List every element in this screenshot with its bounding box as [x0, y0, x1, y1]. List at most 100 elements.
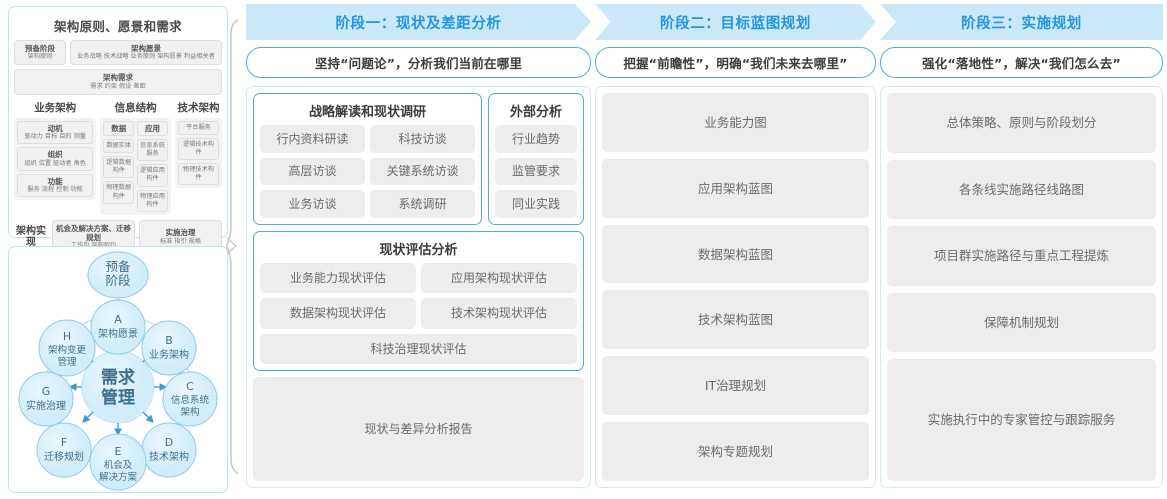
- phase-2-banner-label: 阶段二：目标蓝图规划: [660, 15, 811, 32]
- togaf-column-technology: 技术架构 平台服务 逻辑技术构件 物理技术构件: [174, 100, 223, 215]
- togaf-cell: 功能 服务 流程 控制 功能: [17, 173, 94, 198]
- togaf-cell: 物理技术构件: [177, 163, 220, 186]
- gap-analysis-report[interactable]: 现状与差异分析报告: [253, 377, 584, 481]
- adm-node-a-letter: A: [114, 313, 122, 326]
- adm-cycle-svg: 预备 阶段 需求 管理 A 架构愿景: [18, 251, 218, 491]
- adm-center-line2: 管理: [101, 387, 135, 408]
- togaf-panel-title: 架构原则、愿景和需求: [53, 19, 182, 34]
- implementation-item[interactable]: 实施执行中的专家管控与跟踪服务: [887, 359, 1156, 481]
- togaf-vision-box: 架构愿景 业务战略 技术战略 业务原则 架构愿景 利益相关者: [70, 40, 222, 66]
- external-analysis-items: 行业趋势 监管要求 同业实践: [495, 125, 577, 218]
- current-state-assessment-items: 业务能力现状评估 应用架构现状评估 数据架构现状评估 技术架构现状评估 科技治理…: [260, 263, 577, 364]
- assessment-item[interactable]: 科技治理现状评估: [260, 333, 577, 364]
- togaf-column-information: 信息结构 数据 数据实体 逻辑数据构件: [100, 100, 171, 215]
- togaf-cell: 数据: [103, 120, 135, 137]
- togaf-column-information-caption: 信息结构: [114, 101, 157, 114]
- implementation-item[interactable]: 各条线实施路径线路图: [887, 159, 1156, 219]
- assessment-item[interactable]: 数据架构现状评估: [260, 298, 416, 329]
- phase-1-banner[interactable]: 阶段一：现状及差距分析: [246, 4, 591, 40]
- togaf-requirements-box: 架构需求 需求 约束 假设 差距: [14, 69, 222, 95]
- phase-column-1: 阶段一：现状及差距分析 坚持“问题论”，分析我们当前在哪里 战略解读和现状调研 …: [246, 4, 591, 496]
- chevron-banner-shape: [880, 4, 1163, 40]
- phase-column-2: 阶段二：目标蓝图规划 把握“前瞻性”，明确“我们未来去哪里” 业务能力图 应用架…: [595, 4, 876, 496]
- phase-1-subtitle[interactable]: 坚持“问题论”，分析我们当前在哪里: [246, 47, 591, 78]
- assessment-item[interactable]: 应用架构现状评估: [421, 263, 577, 294]
- togaf-framework-panel: 架构原则、愿景和需求 预备阶段 架构原则 架构愿景 业务战略 技术战略 业务原则…: [8, 6, 228, 255]
- adm-node-d-label: 技术架构: [149, 450, 189, 463]
- togaf-cell: 逻辑数据构件: [103, 156, 135, 179]
- adm-node-c-letter: C: [186, 380, 194, 393]
- togaf-cell: 组织 组织 位置 驱动者 角色: [17, 147, 94, 171]
- strategy-research-items: 行内资料研读 科技访谈 高层访谈 关键系统访谈 业务访谈 系统调研: [260, 125, 475, 218]
- implementation-item[interactable]: 总体策略、原则与阶段划分: [887, 93, 1156, 153]
- togaf-cell: 逻辑技术构件: [177, 137, 220, 161]
- strategy-research-title: 战略解读和现状调研: [308, 105, 426, 120]
- strategy-item[interactable]: 业务访谈: [260, 190, 365, 218]
- external-item[interactable]: 行业趋势: [495, 125, 577, 153]
- togaf-requirements-heading: 架构需求: [103, 73, 133, 83]
- blueprint-item[interactable]: IT治理规划: [602, 356, 869, 416]
- togaf-cell: 应用: [137, 120, 168, 137]
- adm-cycle-panel: 预备 阶段 需求 管理 A 架构愿景: [8, 246, 228, 493]
- external-item[interactable]: 监管要求: [495, 157, 577, 186]
- strategy-item[interactable]: 行内资料研读: [260, 125, 365, 153]
- adm-prep-line1: 预备: [105, 259, 131, 274]
- adm-node-b-letter: B: [165, 334, 173, 347]
- phase-2-subtitle[interactable]: 把握“前瞻性”，明确“我们未来去哪里”: [595, 47, 876, 78]
- implementation-item[interactable]: 保障机制规划: [887, 292, 1156, 352]
- adm-center-line1: 需求: [101, 367, 135, 388]
- phase-2-banner[interactable]: 阶段二：目标蓝图规划: [595, 4, 876, 40]
- togaf-cell: 物理数据构件: [103, 181, 135, 204]
- adm-node-c-label2: 架构: [180, 406, 199, 418]
- assessment-item[interactable]: 技术架构现状评估: [421, 298, 577, 329]
- implementation-item[interactable]: 项目群实施路径与重点工程提炼: [887, 226, 1156, 286]
- togaf-cell: 动机 驱动力 目标 目的 测量: [17, 120, 94, 145]
- phase-3-banner-label: 阶段三：实施规划: [961, 15, 1082, 32]
- external-analysis-box: 外部分析 行业趋势 监管要求 同业实践: [488, 93, 584, 225]
- adm-node-e-letter: E: [115, 445, 122, 458]
- togaf-cell: 信息系统服务: [137, 139, 168, 162]
- current-state-assessment-box: 现状评估分析 业务能力现状评估 应用架构现状评估 数据架构现状评估 技术架构现状…: [253, 231, 584, 371]
- togaf-column-information-body: 数据 数据实体 逻辑数据构件 物理数据构件: [100, 117, 171, 215]
- blueprint-item[interactable]: 数据架构蓝图: [602, 224, 869, 284]
- external-item[interactable]: 同业实践: [495, 190, 577, 218]
- togaf-vision-sub: 业务战略 技术战略 业务原则 架构愿景 利益相关者: [77, 53, 215, 61]
- adm-prep-line2: 阶段: [105, 273, 130, 288]
- phase-3-subtitle[interactable]: 强化“落地性”，解决“我们怎么去”: [880, 47, 1163, 78]
- togaf-requirements-sub: 需求 约束 假设 差距: [90, 82, 146, 90]
- blueprint-item[interactable]: 应用架构蓝图: [602, 158, 869, 218]
- phase-3-banner[interactable]: 阶段三：实施规划: [880, 4, 1163, 40]
- adm-node-h-label1: 架构变更: [48, 344, 87, 356]
- external-analysis-title: 外部分析: [509, 105, 562, 120]
- togaf-prep-box: 预备阶段 架构原则: [14, 40, 66, 66]
- strategy-research-box: 战略解读和现状调研 行内资料研读 科技访谈 高层访谈 关键系统访谈 业务访谈 系…: [253, 93, 482, 225]
- strategy-item[interactable]: 关键系统访谈: [370, 157, 475, 186]
- chevron-banner-shape: [595, 4, 876, 40]
- blueprint-item[interactable]: 业务能力图: [602, 93, 869, 152]
- strategy-item[interactable]: 科技访谈: [370, 125, 475, 153]
- phase-1-body: 战略解读和现状调研 行内资料研读 科技访谈 高层访谈 关键系统访谈 业务访谈 系…: [246, 86, 591, 488]
- togaf-column-business: 业务架构 动机 驱动力 目标 目的 测量 组织 组织 位置 驱动者 角色: [14, 100, 97, 215]
- togaf-prep-heading: 预备阶段: [25, 44, 55, 53]
- togaf-cell: 数据实体: [103, 139, 135, 154]
- togaf-column-technology-body: 平台服务 逻辑技术构件 物理技术构件: [174, 117, 223, 189]
- adm-node-h-letter: H: [63, 330, 71, 343]
- togaf-implementation-label: 架构实现: [16, 226, 46, 249]
- assessment-item[interactable]: 业务能力现状评估: [260, 263, 416, 294]
- togaf-column-business-caption: 业务架构: [34, 101, 77, 114]
- togaf-reference-column: 架构原则、愿景和需求 预备阶段 架构原则 架构愿景 业务战略 技术战略 业务原则…: [8, 6, 228, 493]
- phase-3-items: 总体策略、原则与阶段划分 各条线实施路径线路图 项目群实施路径与重点工程提炼 保…: [887, 93, 1156, 481]
- togaf-vision-heading: 架构愿景: [131, 44, 161, 53]
- adm-node-c-label1: 信息系统: [171, 394, 210, 406]
- current-state-assessment-title: 现状评估分析: [379, 243, 458, 258]
- phase-2-body: 业务能力图 应用架构蓝图 数据架构蓝图 技术架构蓝图 IT治理规划 架构专题规划: [595, 86, 876, 488]
- phase-1-top-row: 战略解读和现状调研 行内资料研读 科技访谈 高层访谈 关键系统访谈 业务访谈 系…: [253, 93, 584, 225]
- strategy-item[interactable]: 系统调研: [370, 190, 475, 218]
- blueprint-item[interactable]: 架构专题规划: [602, 422, 869, 481]
- brace-connector: [225, 18, 248, 476]
- adm-node-f-letter: F: [61, 436, 67, 449]
- strategy-item[interactable]: 高层访谈: [260, 157, 365, 186]
- chevron-banner-shape: [246, 4, 591, 40]
- blueprint-item[interactable]: 技术架构蓝图: [602, 290, 869, 350]
